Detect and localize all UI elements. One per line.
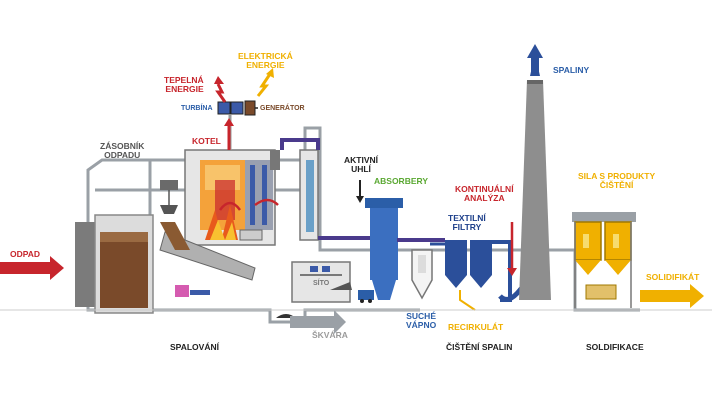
- electric-energy-label: ELEKTRICKÁ ENERGIE: [238, 52, 293, 70]
- continuous-line-2: ANALÝZA: [463, 193, 505, 203]
- flow-arrows: [0, 256, 704, 334]
- sieve-label: SÍTO: [313, 280, 330, 287]
- turbine-label: TURBÍNA: [181, 105, 213, 112]
- absorber: [356, 180, 403, 300]
- lime-silo: [411, 249, 433, 300]
- active-carbon-label: AKTIVNÍ UHLÍ: [344, 156, 378, 174]
- recirculate-label: RECIRKULÁT: [448, 322, 504, 332]
- slag-label: ŠKVÁRA: [312, 330, 348, 340]
- section-flue-cleaning: ČIŠTĚNÍ SPALIN: [446, 342, 513, 352]
- silos-line-1: SILA S PRODUKTY: [578, 171, 656, 181]
- flue-gas-label: SPALINY: [553, 65, 590, 75]
- absorbers-label: ABSORBERY: [374, 176, 428, 186]
- dry-lime-line-2: VÁPNO: [406, 320, 437, 330]
- sieve-unit: [291, 261, 374, 303]
- bunker-line-1: ZÁSOBNÍK: [100, 141, 145, 151]
- electric-line-2: ENERGIE: [246, 60, 285, 70]
- boiler-label: KOTEL: [192, 136, 221, 146]
- energy-arrows: [214, 68, 274, 150]
- silos-line-2: ČIŠTĚNÍ: [599, 180, 634, 190]
- active-carbon-line-2: UHLÍ: [351, 164, 371, 174]
- continuous-line-1: KONTINUÁLNÍ: [455, 184, 514, 194]
- dry-lime-line-1: SUCHÉ: [406, 311, 436, 321]
- dry-lime-label: SUCHÉ VÁPNO: [406, 312, 436, 330]
- section-solidification: SOLDIFIKACE: [586, 342, 644, 352]
- solid-silos: [572, 212, 636, 308]
- heat-line-2: ENERGIE: [165, 84, 204, 94]
- waste-label: ODPAD: [10, 249, 41, 259]
- textile-line-1: TEXTILNÍ: [448, 213, 486, 223]
- textile-filters-label: TEXTILNÍ FILTRY: [448, 214, 486, 232]
- boiler-assembly: [159, 149, 280, 297]
- waste-arrow: [0, 256, 64, 280]
- electric-line-1: ELEKTRICKÁ: [238, 51, 293, 61]
- heat-exchanger: [280, 138, 360, 241]
- generator-label: GENERÁTOR: [260, 105, 305, 112]
- slag-arrow: [290, 310, 346, 334]
- bunker-label: ZÁSOBNÍK ODPADU: [100, 142, 144, 160]
- section-burning: SPALOVÁNÍ: [170, 342, 219, 352]
- continuous-analysis-label: KONTINUÁLNÍ ANALÝZA: [455, 185, 514, 203]
- solid-arrow: [640, 284, 704, 308]
- heat-energy-label: TEPELNÁ ENERGIE: [164, 76, 204, 94]
- solidifikat-label: SOLIDIFIKÁT: [646, 272, 700, 282]
- turbine-generator: [217, 100, 258, 150]
- active-carbon-line-1: AKTIVNÍ: [344, 155, 378, 165]
- bunker-line-2: ODPADU: [104, 150, 141, 160]
- silos-label: SILA S PRODUKTY ČIŠTĚNÍ: [578, 172, 655, 190]
- heat-line-1: TEPELNÁ: [164, 75, 204, 85]
- textile-line-2: FILTRY: [452, 222, 482, 232]
- chimney: [519, 44, 551, 300]
